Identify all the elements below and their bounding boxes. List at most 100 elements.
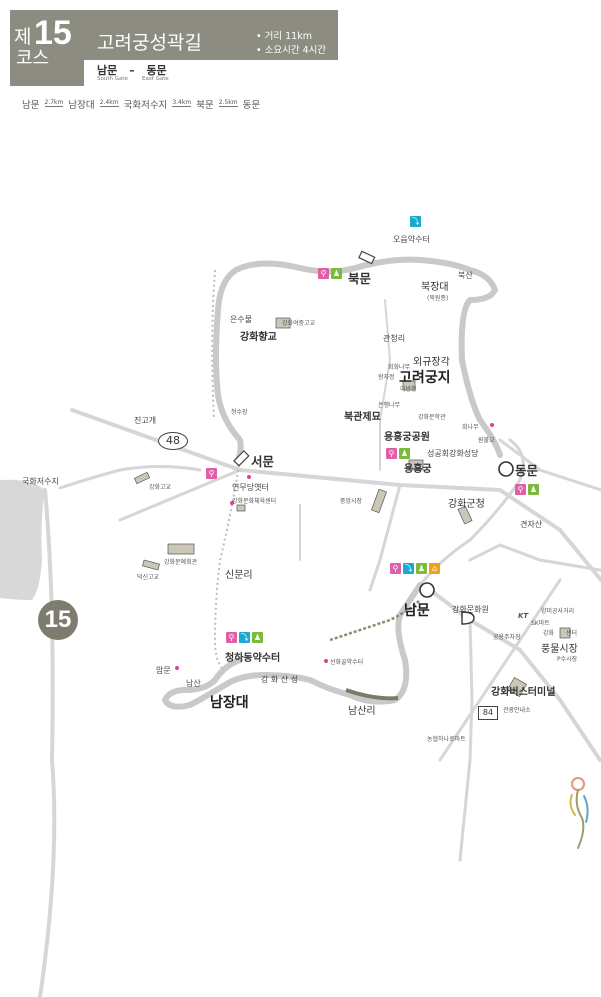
gate-row: 남문 – 동문 [97, 62, 167, 78]
label-ganghwa-high: 강화고교 [149, 484, 172, 491]
label-gukhwa-reservoir: 국화저수지 [22, 477, 59, 486]
label-eunsumul: 은수물 [230, 315, 253, 324]
label-hoenamu: 회나무 [462, 424, 479, 431]
label-seonhwa-yaksuteo: 선화골약수터 [330, 659, 364, 666]
label-bukwonjeong: (북원종) [427, 295, 449, 302]
label-bukjangdae: 북장대 [421, 282, 449, 293]
route-stop: 남문 [22, 100, 40, 111]
route-84-marker: 84 [478, 706, 498, 720]
label-yeomhacheong: 이방청 [400, 386, 417, 393]
label-sentuh: 센터 [566, 630, 578, 637]
exercise-icon: ♟ [528, 484, 539, 495]
dongmun-gate-icon [498, 461, 514, 477]
course-title: 고려궁성곽길 [97, 32, 202, 54]
label-pungmul-market: 풍물시장 [541, 644, 578, 655]
route-distance: 2.7km [44, 99, 64, 107]
label-namjangdae: 남장대 [210, 695, 249, 711]
poi-dots [175, 423, 494, 670]
nammun-gate-icon [419, 582, 435, 598]
yongheung-amenities: ⚲ ♟ [386, 448, 410, 459]
nammun-amenities: ⚲ ⤵ ♟ ⌂ [390, 563, 440, 574]
course-prefix: 제 [14, 26, 32, 48]
end-gate: 동문 [146, 64, 167, 77]
label-bukgwanjeje: 북관제묘 [344, 412, 381, 423]
bukmun-amenities: ⚲ ♟ [318, 268, 342, 279]
label-yongheunggung-park: 용흥궁공원 [384, 432, 430, 443]
exercise-icon: ♟ [252, 632, 263, 643]
dongmun-amenities: ⚲ ♟ [515, 484, 539, 495]
label-buksan: 북산 [458, 271, 473, 280]
restroom-icon: ⚲ [318, 268, 329, 279]
label-ganghwa-county: 강화군청 [448, 499, 485, 510]
route-stop: 동문 [242, 100, 261, 111]
exercise-icon: ♟ [416, 563, 427, 574]
label-oegyujanggak: 외규장각 [413, 357, 450, 368]
label-immun: 암문 [156, 666, 171, 675]
restroom-icon: ⚲ [386, 448, 397, 459]
label-yeonmudang: 연무당옛터 [232, 483, 269, 492]
label-ganghwa-girls-high: 강화여중고교 [282, 320, 316, 327]
label-seonggonghoe: 성공회강화성당 [427, 449, 479, 458]
trail-dashed [329, 599, 421, 642]
seomun-gate-icon [233, 450, 250, 467]
label-ganghwa-arts-hall: 강화문예회관 [164, 559, 198, 566]
spring-icon: ⤵ [410, 216, 421, 227]
ganghwa-culture-center-icon [461, 611, 475, 625]
course-badge: 제 15 코스 [4, 0, 78, 78]
label-yangmi-junction: 양미공사거리 [541, 608, 575, 615]
water-spring-icon: ⤵ [410, 216, 421, 227]
route-stop: 남장대 [68, 100, 95, 111]
label-ganghwa-sports-center: 강화문화체육센터 [232, 498, 277, 505]
route-distance: 2.5km [218, 99, 238, 107]
label-ganghwa-center: 강화 [543, 630, 555, 637]
buildings [133, 317, 571, 698]
label-namsan: 남산 [186, 679, 201, 688]
start-gate: 남문 [97, 64, 118, 77]
label-gwancheongni: 관청리 [383, 334, 406, 343]
route-stop: 북문 [196, 100, 214, 111]
cheongha-amenities: ⚲ ⤵ ♟ [226, 632, 263, 643]
course-number: 15 [34, 14, 72, 52]
label-jingogae: 진고개 [134, 416, 157, 425]
namsanni-wall [345, 688, 399, 701]
label-jungang-market: 중앙시장 [340, 498, 363, 505]
label-yongheunggung: 용흥궁 [404, 464, 432, 475]
rest-area-icon: ⌂ [429, 563, 440, 574]
label-bukmun: 북문 [348, 271, 372, 286]
label-cheongha-yaksuteo: 청하동약수터 [225, 653, 281, 664]
label-ganghwa-hyanggyo: 강화향교 [240, 332, 277, 343]
label-nammun: 남문 [404, 603, 430, 619]
route-48-marker: 48 [158, 432, 188, 450]
label-public-parking: 공용주차장 [493, 634, 521, 641]
label-dongmun: 동문 [515, 463, 539, 478]
start-gate-en: South Gate [97, 76, 128, 82]
label-seomun: 서문 [251, 454, 275, 469]
restroom-icon: ⚲ [226, 632, 237, 643]
restroom-icon: ⚲ [515, 484, 526, 495]
label-deoksin-high: 덕신고교 [137, 574, 160, 581]
course-distance: • 거리 11km [256, 31, 312, 42]
label-goryeogungji: 고려궁지 [399, 370, 451, 386]
label-nonghyup: 농협하나로마트 [427, 736, 466, 743]
label-gamjicheong: 왕자정 [378, 374, 395, 381]
end-gate-en: East Gate [142, 76, 169, 82]
label-kt: KT [518, 612, 529, 620]
label-tourist-info: 관광안내소 [503, 707, 531, 714]
label-namsanni: 남산리 [348, 706, 376, 717]
label-wonbulgyo: 원불교 [478, 437, 495, 444]
exercise-icon: ♟ [331, 268, 342, 279]
restroom-icon: ⚲ [206, 468, 217, 479]
label-ganghwa-munhakgwan: 강화문학관 [418, 414, 446, 421]
bukmun-gate-icon [358, 250, 376, 265]
main-roads [38, 299, 601, 997]
label-p-market: P수시장 [557, 656, 578, 663]
course-15-marker: 15 [38, 600, 78, 640]
spring-icon: ⤵ [403, 563, 414, 574]
course-header [10, 10, 338, 60]
label-gyeonjasan: 견자산 [520, 520, 543, 529]
label-ganghwa-bus-terminal: 강화버스터미널 [491, 687, 556, 698]
label-cheongsujang: 청수장 [231, 409, 248, 416]
label-eunhaengnamu: 은행나무 [378, 402, 401, 409]
route-stop: 국화저수지 [123, 100, 168, 111]
label-oeumyaksuteo: 오읍약수터 [393, 235, 430, 244]
